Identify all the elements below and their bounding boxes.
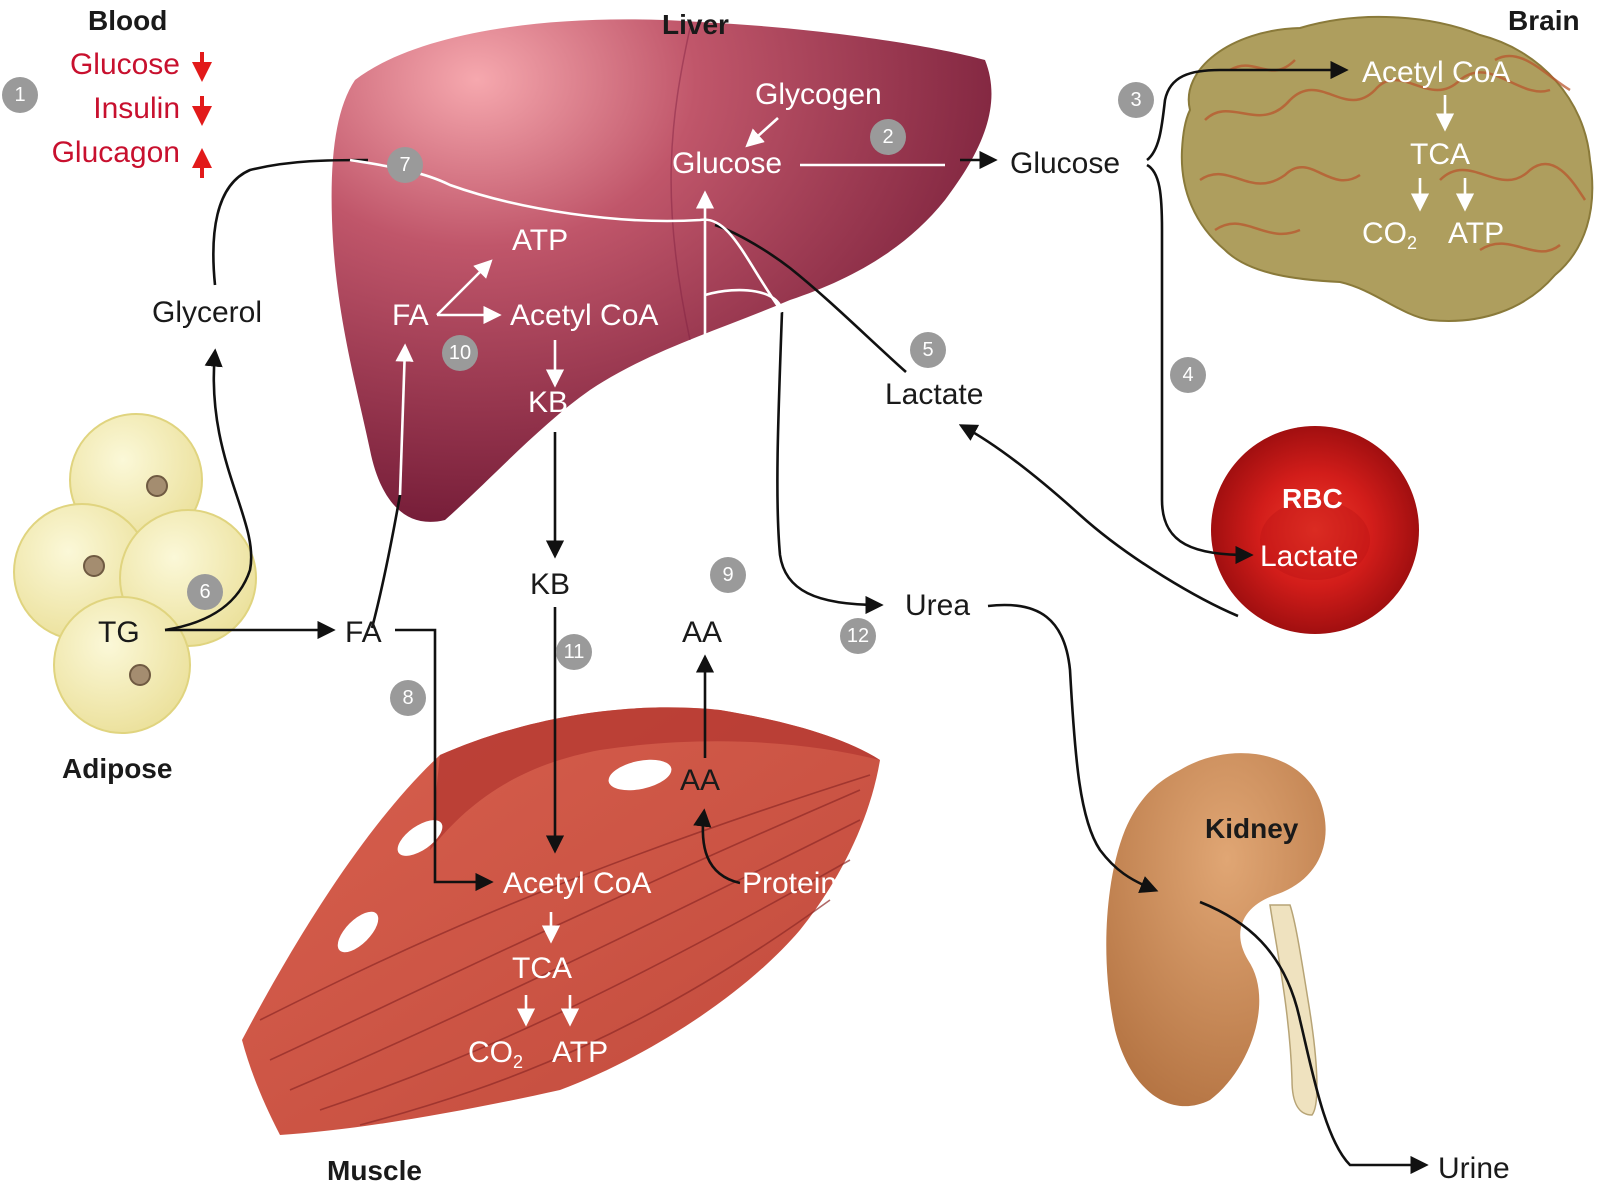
- svg-text:8: 8: [402, 687, 413, 709]
- urea-label: Urea: [905, 589, 970, 622]
- muscle-illustration: [242, 707, 880, 1135]
- svg-text:6: 6: [199, 581, 210, 603]
- brain-atp-label: ATP: [1448, 217, 1504, 250]
- kidney-illustration: [1106, 753, 1325, 1115]
- liver-illustration: [332, 19, 992, 522]
- liver-kb-label: KB: [528, 386, 568, 419]
- step-badge-5: 5: [910, 332, 946, 368]
- kb-label: KB: [530, 568, 570, 601]
- blood-glucose-label-right: Glucose: [1010, 147, 1120, 180]
- brain-title: Brain: [1508, 5, 1580, 36]
- svg-text:1: 1: [14, 84, 25, 106]
- liver-fa-label: FA: [392, 299, 429, 332]
- liver-glycogen-label: Glycogen: [755, 78, 882, 111]
- step-badge-6: 6: [187, 574, 223, 610]
- muscle-title: Muscle: [327, 1155, 422, 1186]
- svg-text:12: 12: [847, 625, 869, 647]
- glycerol-label: Glycerol: [152, 296, 262, 329]
- rbc-lactate-label: Lactate: [1260, 540, 1358, 573]
- brain-tca-label: TCA: [1410, 138, 1470, 171]
- svg-text:11: 11: [564, 641, 585, 663]
- liver-acetyl-coa-label: Acetyl CoA: [510, 299, 658, 332]
- kidney-title: Kidney: [1205, 813, 1299, 844]
- svg-text:7: 7: [399, 154, 410, 176]
- blood-markers: Glucose Insulin Glucagon: [52, 48, 180, 169]
- step-badge-11: 11: [556, 634, 592, 670]
- lactate-label: Lactate: [885, 378, 983, 411]
- fa-label: FA: [345, 616, 382, 649]
- step-badge-7: 7: [387, 147, 423, 183]
- liver-title: Liver: [662, 9, 729, 40]
- step-badge-2: 2: [870, 119, 906, 155]
- rbc-illustration: [1211, 426, 1419, 634]
- muscle-acetyl-coa-label: Acetyl CoA: [503, 867, 651, 900]
- muscle-atp-label: ATP: [552, 1036, 608, 1069]
- liver-glucose-label: Glucose: [672, 147, 782, 180]
- tg-label: TG: [98, 616, 140, 649]
- step-badge-4: 4: [1170, 357, 1206, 393]
- step-badge-1: 1: [2, 77, 38, 113]
- step-badge-10: 10: [442, 335, 478, 371]
- aa-label: AA: [682, 616, 722, 649]
- urine-label: Urine: [1438, 1152, 1510, 1185]
- muscle-protein-label: Protein: [742, 867, 837, 900]
- step-badge-12: 12: [840, 618, 876, 654]
- svg-text:4: 4: [1182, 364, 1193, 386]
- svg-text:10: 10: [449, 342, 471, 364]
- blood-title: Blood: [88, 5, 167, 36]
- svg-text:2: 2: [882, 126, 893, 148]
- muscle-tca-label: TCA: [512, 952, 572, 985]
- blood-glucose-label: Glucose: [70, 48, 180, 81]
- liver-atp-label: ATP: [512, 224, 568, 257]
- svg-text:5: 5: [922, 339, 933, 361]
- svg-text:9: 9: [722, 564, 733, 586]
- blood-glucagon-label: Glucagon: [52, 136, 180, 169]
- step-badge-9: 9: [710, 557, 746, 593]
- adipose-illustration: [14, 414, 256, 733]
- blood-insulin-label: Insulin: [93, 92, 180, 125]
- brain-acetyl-coa-label: Acetyl CoA: [1362, 56, 1510, 89]
- svg-text:3: 3: [1130, 89, 1141, 111]
- step-badge-3: 3: [1118, 82, 1154, 118]
- step-badge-8: 8: [390, 680, 426, 716]
- adipose-title: Adipose: [62, 753, 172, 784]
- rbc-title: RBC: [1282, 483, 1343, 514]
- muscle-aa-label: AA: [680, 764, 720, 797]
